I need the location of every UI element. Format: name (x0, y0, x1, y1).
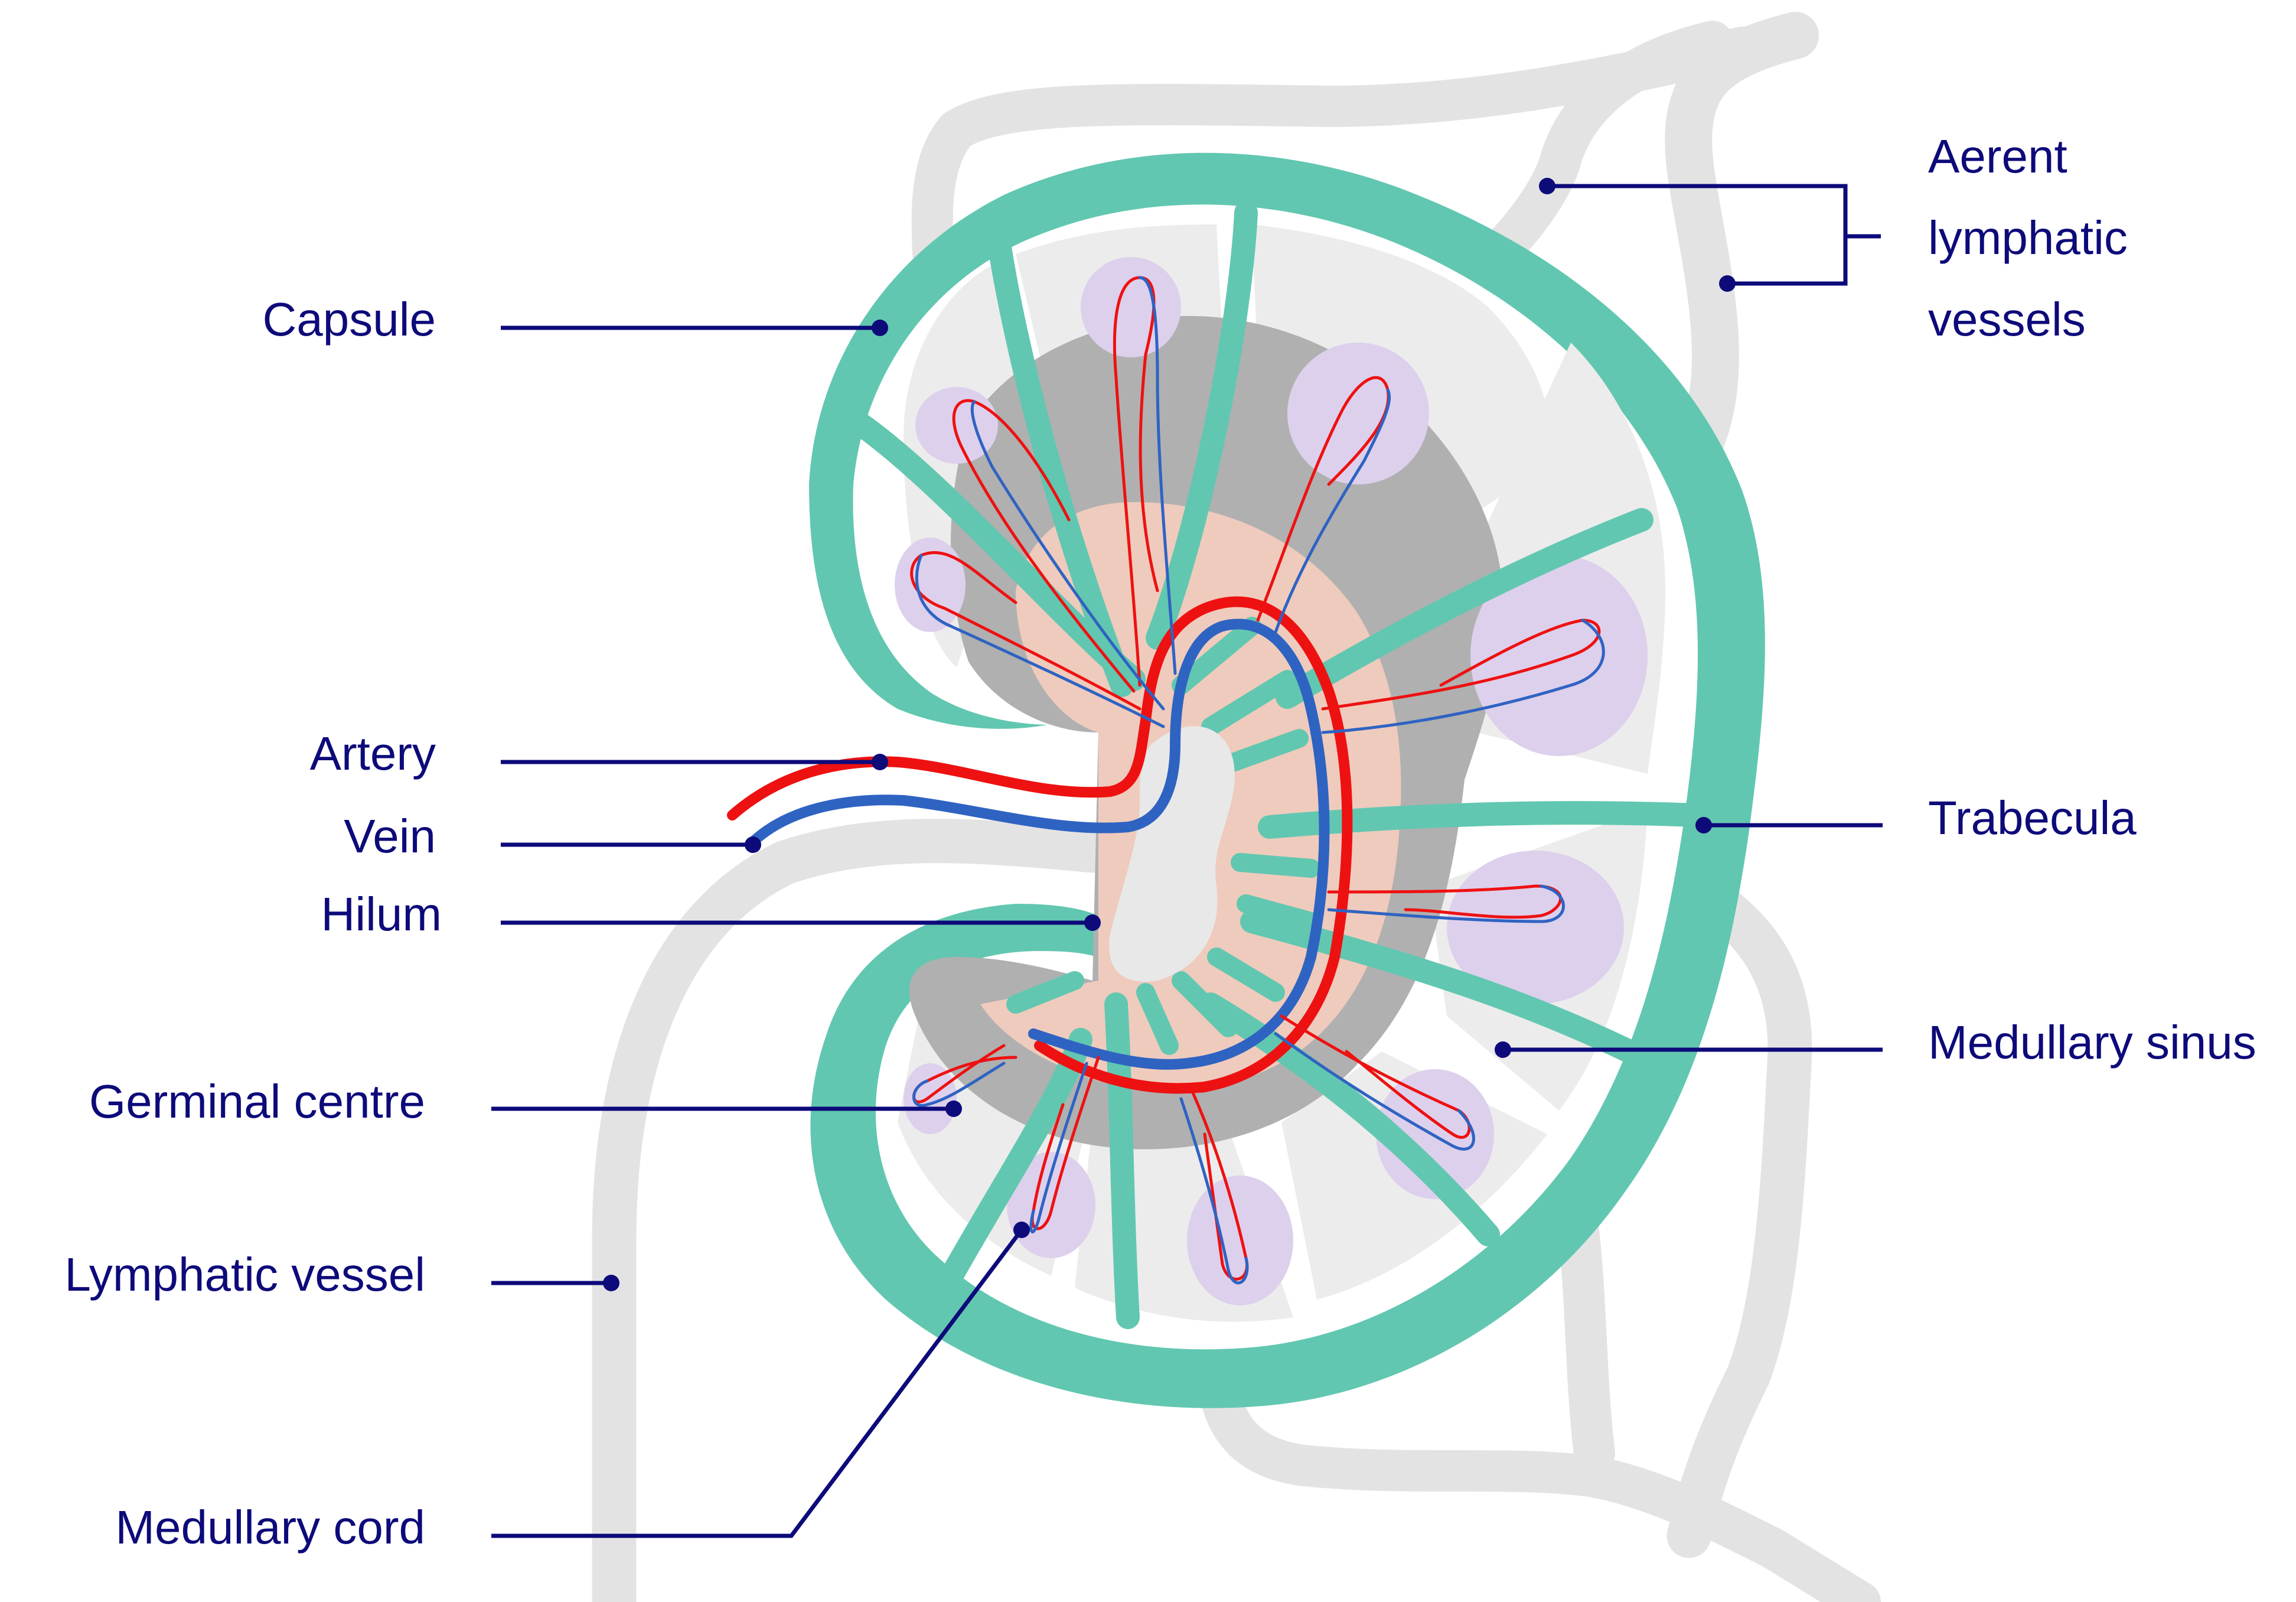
label-lymphatic-vessel: Lymphatic vessel (64, 1248, 425, 1301)
follicle-1 (1081, 257, 1181, 357)
label-medullary-sinus: Medullary sinus (1928, 1016, 2256, 1069)
follicle-10 (904, 1063, 957, 1134)
label-trabecula: Trabecula (1928, 792, 2137, 844)
label-medullary-cord: Medullary cord (115, 1501, 425, 1554)
label-afferent-line3: vessels (1928, 293, 2086, 346)
label-afferent-line2: lymphatic (1928, 211, 2128, 264)
label-afferent-line1: Aerent (1928, 130, 2067, 183)
label-vein: Vein (344, 810, 436, 862)
follicle-8 (1187, 1176, 1293, 1305)
label-artery: Artery (310, 727, 436, 780)
label-hilum: Hilum (321, 888, 442, 940)
label-capsule: Capsule (262, 293, 436, 346)
label-germinal-centre: Germinal centre (89, 1075, 425, 1128)
follicle-4 (1287, 343, 1429, 484)
